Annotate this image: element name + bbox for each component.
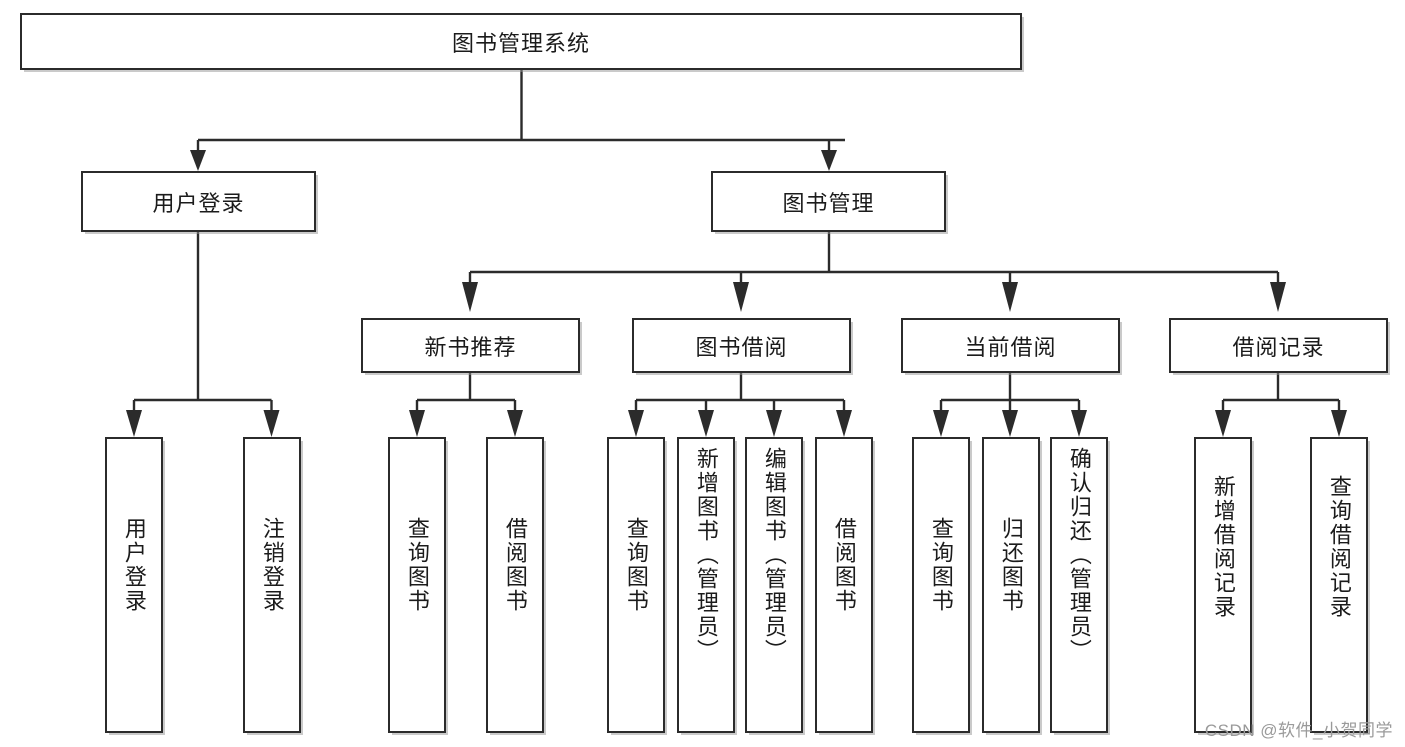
arrow-head-new-book-rec	[462, 282, 478, 312]
arrow-head-leaf-borrow-book-2	[836, 410, 852, 437]
arrow-head-leaf-add-record	[1215, 410, 1231, 437]
node-book-borrow[interactable]: 图书借阅	[632, 318, 851, 373]
arrow-head-leaf-borrow-book-1	[507, 410, 523, 437]
node-book-manage-label: 图书管理	[782, 190, 875, 216]
arrow-head-book-borrow	[733, 282, 749, 312]
node-root-label: 图书管理系统	[451, 30, 590, 56]
node-leaf-add-book-label: 新增图书（管理员）	[693, 447, 719, 663]
node-leaf-borrow-book-1[interactable]: 借阅图书	[486, 437, 544, 733]
arrow-head-leaf-query-record	[1331, 410, 1347, 437]
node-root[interactable]: 图书管理系统	[20, 13, 1022, 70]
node-leaf-user-login-label: 用户登录	[121, 517, 147, 613]
watermark-text: CSDN @软件_小贺同学	[1204, 721, 1393, 740]
node-new-book-rec-label: 新书推荐	[424, 334, 517, 360]
arrow-head-leaf-return-book	[1002, 410, 1018, 437]
node-leaf-query-book-1-label: 查询图书	[404, 517, 430, 613]
node-leaf-query-book-2[interactable]: 查询图书	[607, 437, 665, 733]
node-leaf-add-record[interactable]: 新增借阅记录	[1194, 437, 1252, 733]
node-leaf-return-book-label: 归还图书	[998, 517, 1024, 613]
node-user-login-label: 用户登录	[152, 190, 245, 216]
node-leaf-logout[interactable]: 注销登录	[243, 437, 301, 733]
node-leaf-query-book-3[interactable]: 查询图书	[912, 437, 970, 733]
node-leaf-query-book-1[interactable]: 查询图书	[388, 437, 446, 733]
node-leaf-borrow-book-2-label: 借阅图书	[831, 517, 857, 613]
node-leaf-query-record-label: 查询借阅记录	[1326, 475, 1352, 619]
node-new-book-rec[interactable]: 新书推荐	[361, 318, 580, 373]
node-borrow-record-label: 借阅记录	[1232, 334, 1325, 360]
node-leaf-borrow-book-2[interactable]: 借阅图书	[815, 437, 873, 733]
arrow-head-leaf-query-book-2	[628, 410, 644, 437]
node-leaf-user-login[interactable]: 用户登录	[105, 437, 163, 733]
node-current-borrow[interactable]: 当前借阅	[901, 318, 1120, 373]
node-leaf-return-book[interactable]: 归还图书	[982, 437, 1040, 733]
node-user-login[interactable]: 用户登录	[81, 171, 316, 232]
arrow-head-borrow-record	[1270, 282, 1286, 312]
arrow-head-user-login	[190, 150, 206, 171]
node-borrow-record[interactable]: 借阅记录	[1169, 318, 1388, 373]
arrow-head-leaf-add-book	[698, 410, 714, 437]
node-leaf-query-book-2-label: 查询图书	[623, 517, 649, 613]
arrow-head-current-borrow	[1002, 282, 1018, 312]
arrow-head-leaf-logout	[263, 410, 280, 437]
node-leaf-edit-book-label: 编辑图书（管理员）	[761, 447, 787, 663]
node-leaf-confirm-return-label: 确认归还（管理员）	[1066, 447, 1092, 663]
arrow-head-leaf-user-login	[126, 410, 142, 437]
connector-layer	[126, 70, 1347, 437]
node-leaf-add-record-label: 新增借阅记录	[1210, 475, 1236, 619]
arrow-head-leaf-confirm-return	[1071, 410, 1087, 437]
arrow-head-leaf-edit-book	[766, 410, 782, 437]
arrow-head-leaf-query-book-1	[409, 410, 425, 437]
node-book-manage[interactable]: 图书管理	[711, 171, 946, 232]
node-leaf-query-book-3-label: 查询图书	[928, 517, 954, 613]
node-current-borrow-label: 当前借阅	[964, 334, 1057, 360]
node-leaf-add-book[interactable]: 新增图书（管理员）	[677, 437, 735, 733]
node-leaf-query-record[interactable]: 查询借阅记录	[1310, 437, 1368, 733]
node-leaf-borrow-book-1-label: 借阅图书	[502, 517, 528, 613]
node-leaf-confirm-return[interactable]: 确认归还（管理员）	[1050, 437, 1108, 733]
arrow-head-leaf-query-book-3	[933, 410, 949, 437]
node-book-borrow-label: 图书借阅	[695, 334, 788, 360]
node-leaf-edit-book[interactable]: 编辑图书（管理员）	[745, 437, 803, 733]
node-leaf-logout-label: 注销登录	[259, 517, 285, 613]
arrow-head-book-manage	[821, 150, 837, 171]
